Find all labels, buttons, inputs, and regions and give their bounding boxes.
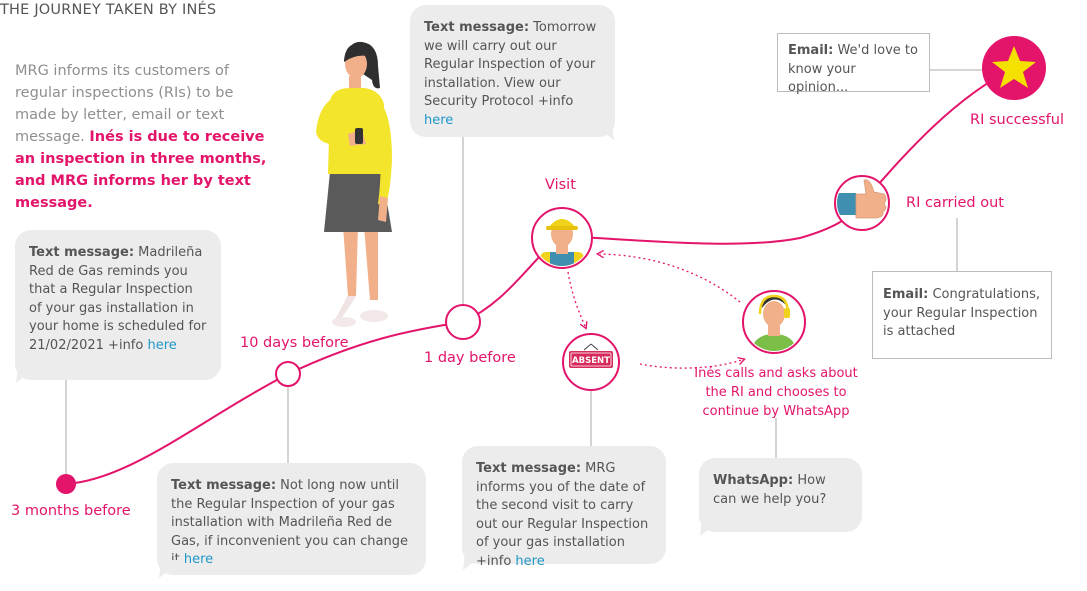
link-here[interactable]: here bbox=[515, 553, 545, 569]
thumbs-up-icon bbox=[834, 175, 890, 231]
label-3-months: 3 months before bbox=[11, 503, 131, 519]
label-10-days: 10 days before bbox=[240, 335, 349, 351]
absent-sign-text: ABSENT bbox=[572, 356, 610, 366]
node-10-days bbox=[275, 361, 301, 387]
link-here[interactable]: here bbox=[147, 337, 177, 353]
dotted-arrows bbox=[567, 249, 746, 369]
link-here[interactable]: here bbox=[183, 552, 214, 567]
bubble-second-visit: Text message: MRG informs you of the dat… bbox=[462, 446, 666, 569]
bubble-tail bbox=[463, 552, 487, 570]
node-1-day bbox=[445, 304, 481, 340]
bubble-tail bbox=[700, 518, 724, 536]
label-ri-successful: RI successful bbox=[970, 112, 1065, 128]
absent-sign-icon: ABSENT bbox=[562, 333, 620, 391]
link-here[interactable]: here bbox=[424, 112, 454, 128]
bubble-3-months: Text message: Madrileña Red de Gas remin… bbox=[15, 230, 221, 380]
technician-icon bbox=[531, 207, 593, 269]
label-1-day: 1 day before bbox=[424, 350, 516, 366]
bubble-tail bbox=[159, 560, 183, 578]
email-ri-attached: Email: Congratulations, your Regular Ins… bbox=[872, 271, 1052, 359]
bubble-1-day: Text message: Tomorrow we will carry out… bbox=[410, 5, 615, 137]
node-3-months bbox=[56, 474, 76, 494]
bubble-tail bbox=[16, 365, 40, 383]
bubble-10-days: Text message: Not long now until the Reg… bbox=[157, 463, 426, 575]
label-ri-carried-out: RI carried out bbox=[906, 195, 1004, 211]
bubble-whatsapp: WhatsApp: How can we help you? bbox=[699, 458, 862, 532]
email-opinion: Email: We'd love to know your opinion... bbox=[777, 33, 930, 95]
ines-figure bbox=[316, 41, 392, 327]
call-agent-icon bbox=[742, 290, 806, 354]
intro-description: MRG informs its customers of regular ins… bbox=[15, 63, 234, 145]
intro-highlight: Inés is due to receive an inspection in … bbox=[15, 129, 267, 211]
bubble-tail bbox=[590, 122, 614, 140]
star-icon bbox=[982, 36, 1046, 100]
intro-text: MRG informs its customers of regular ins… bbox=[15, 60, 275, 214]
page-title: THE JOURNEY TAKEN BY INÉS bbox=[0, 2, 217, 18]
label-call: Inés calls and asks about the RI and cho… bbox=[694, 366, 858, 419]
label-visit: Visit bbox=[545, 177, 576, 193]
